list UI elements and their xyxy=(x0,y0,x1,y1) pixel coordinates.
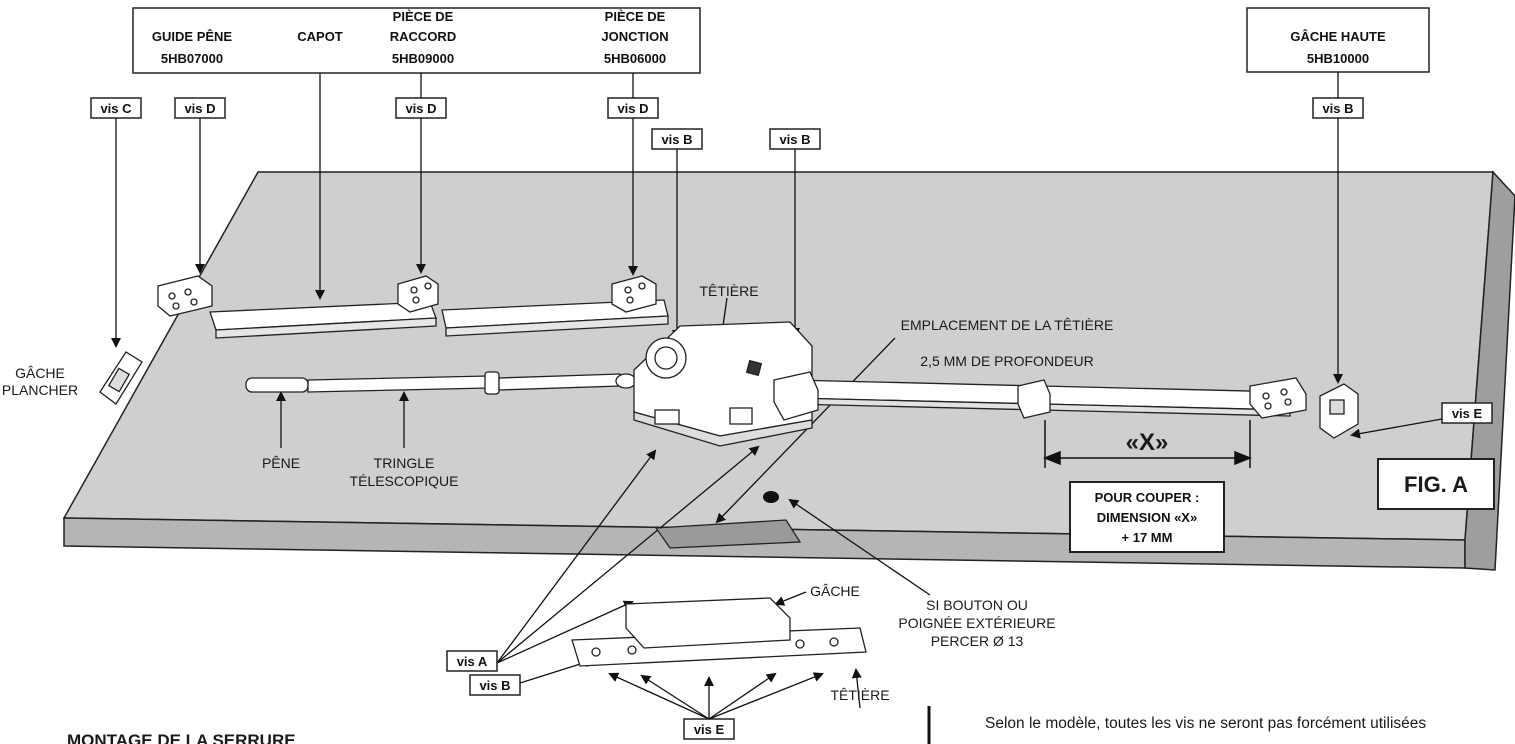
cut-box: POUR COUPER : DIMENSION «X» + 17 MM xyxy=(1069,481,1225,553)
capot-name: CAPOT xyxy=(297,29,343,44)
svg-text:FIG. A: FIG. A xyxy=(1404,472,1468,497)
svg-text:vis E: vis E xyxy=(1452,406,1483,421)
bouton-line2: POIGNÉE EXTÉRIEURE xyxy=(898,615,1055,631)
gache-haute-part xyxy=(1319,383,1359,439)
dimension-x xyxy=(1042,420,1253,468)
piece-raccord-ref: 5HB09000 xyxy=(392,51,454,66)
dimension-x-label: «X» xyxy=(1126,429,1169,456)
parts-box: GUIDE PÊNE 5HB07000 CAPOT PIÈCE DE RACCO… xyxy=(132,7,701,74)
svg-text:vis E: vis E xyxy=(694,722,725,737)
gache-plancher-line1: GÂCHE xyxy=(15,365,65,381)
gache-haute-box: GÂCHE HAUTE 5HB10000 xyxy=(1246,7,1430,73)
page-heading: MONTAGE DE LA SERRURE xyxy=(67,731,296,744)
svg-text:vis B: vis B xyxy=(479,678,510,693)
svg-text:vis C: vis C xyxy=(100,101,132,116)
piece-raccord-part xyxy=(397,275,439,313)
tringle-part xyxy=(245,371,637,395)
pene-label: PÊNE xyxy=(262,455,300,471)
bouton-line1: SI BOUTON OU xyxy=(926,597,1028,613)
profondeur-label: 2,5 MM DE PROFONDEUR xyxy=(920,353,1093,369)
bouton-hole xyxy=(763,491,779,503)
svg-text:vis B: vis B xyxy=(779,132,810,147)
tringle-line2: TÉLESCOPIQUE xyxy=(350,473,459,489)
vis-a-tag: vis A xyxy=(446,650,498,672)
vis-e-tag-2: vis E xyxy=(683,718,735,740)
vis-d-tag-2: vis D xyxy=(395,97,447,119)
gache-plancher-line2: PLANCHER xyxy=(2,382,78,398)
piece-raccord-line1: PIÈCE DE xyxy=(393,9,454,24)
vis-d-tag-1: vis D xyxy=(174,97,226,119)
guide-pene-name: GUIDE PÊNE xyxy=(152,29,233,44)
svg-text:vis A: vis A xyxy=(457,654,488,669)
piece-jonction-line2: JONCTION xyxy=(601,29,668,44)
hardware xyxy=(99,275,1359,667)
vis-b-tag-3: vis B xyxy=(1312,97,1364,119)
usage-note: Selon le modèle, toutes les vis ne seron… xyxy=(985,715,1426,732)
piece-jonction-ref: 5HB06000 xyxy=(604,51,666,66)
tetiere-recess xyxy=(654,519,802,549)
vis-b-tag-1: vis B xyxy=(651,128,703,150)
vis-c-tag: vis C xyxy=(90,97,142,119)
vis-e-tag-1: vis E xyxy=(1441,402,1493,424)
exploded-gache-part xyxy=(571,597,867,667)
bouton-line3: PERCER Ø 13 xyxy=(931,633,1024,649)
piece-jonction-part xyxy=(611,275,657,313)
vis-b-tag-4: vis B xyxy=(469,674,521,696)
svg-text:vis D: vis D xyxy=(184,101,215,116)
lock-body-part xyxy=(633,321,813,447)
rod-part xyxy=(773,371,1307,421)
piece-raccord-line2: RACCORD xyxy=(390,29,456,44)
svg-text:vis D: vis D xyxy=(405,101,436,116)
tringle-line1: TRINGLE xyxy=(374,455,435,471)
vis-d-tag-3: vis D xyxy=(607,97,659,119)
guide-pene-part xyxy=(157,275,213,317)
gache-haute-ref: 5HB10000 xyxy=(1307,51,1369,66)
svg-text:vis D: vis D xyxy=(617,101,648,116)
cut-line3: + 17 MM xyxy=(1122,530,1173,545)
tetiere-label: TÊTIÈRE xyxy=(699,283,758,299)
gache-plancher-part xyxy=(99,351,143,405)
figure-label: FIG. A xyxy=(1377,458,1495,510)
svg-text:vis B: vis B xyxy=(1322,101,1353,116)
svg-text:vis B: vis B xyxy=(661,132,692,147)
tetiere-bottom-label: TÊTIÈRE xyxy=(830,687,889,703)
emplacement-label: EMPLACEMENT DE LA TÊTIÈRE xyxy=(901,317,1114,333)
vis-b-tag-2: vis B xyxy=(769,128,821,150)
guide-pene-ref: 5HB07000 xyxy=(161,51,223,66)
cut-line2: DIMENSION «X» xyxy=(1097,510,1197,525)
gache-haute-name: GÂCHE HAUTE xyxy=(1290,29,1386,44)
cut-line1: POUR COUPER : xyxy=(1095,490,1200,505)
piece-jonction-line1: PIÈCE DE xyxy=(605,9,666,24)
gache-label: GÂCHE xyxy=(810,583,860,599)
